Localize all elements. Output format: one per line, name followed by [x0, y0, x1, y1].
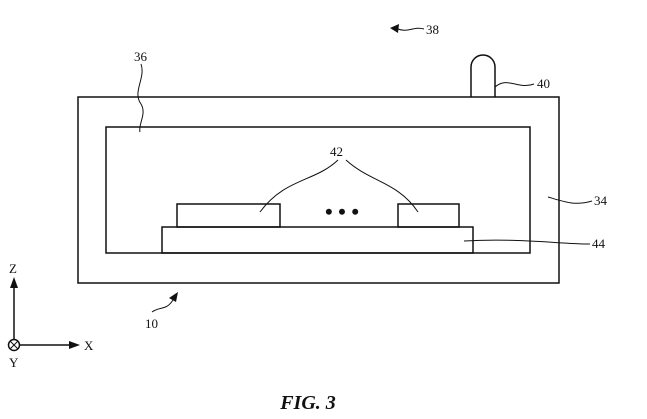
- leader-40: [494, 82, 535, 88]
- arrow-10-head: [169, 292, 178, 302]
- ref-label-44: 44: [592, 236, 606, 251]
- component-left: [176, 203, 281, 228]
- axis-label-z: Z: [9, 261, 17, 276]
- inner-chamber: [105, 126, 531, 254]
- base-plate: [161, 226, 474, 254]
- ellipsis-dots: • • •: [325, 199, 359, 224]
- leader-44: [463, 239, 591, 245]
- leader-42-right: [345, 159, 419, 213]
- axis-label-x: X: [84, 338, 94, 353]
- leader-34: [547, 196, 593, 204]
- ref-label-10: 10: [145, 316, 158, 331]
- arrow-38-shaft: [397, 27, 425, 31]
- ref-label-36: 36: [134, 49, 148, 64]
- arrow-10-shaft: [151, 299, 174, 313]
- x-arrowhead: [69, 341, 80, 349]
- leader-36: [137, 63, 144, 133]
- y-axis-into-page-icon: [7, 338, 21, 352]
- ref-label-42: 42: [330, 144, 343, 159]
- ref-label-40: 40: [537, 76, 550, 91]
- component-right: [397, 203, 460, 228]
- axis-label-y: Y: [9, 355, 19, 370]
- z-arrowhead: [10, 277, 18, 288]
- port-nozzle: [470, 54, 496, 97]
- leader-42-left: [259, 159, 339, 213]
- figure-caption: FIG. 3: [279, 392, 336, 414]
- arrow-38-head: [390, 24, 399, 33]
- ref-label-38: 38: [426, 22, 439, 37]
- y-cross-2: [9, 340, 19, 350]
- ref-label-34: 34: [594, 193, 608, 208]
- outer-enclosure: [77, 96, 560, 284]
